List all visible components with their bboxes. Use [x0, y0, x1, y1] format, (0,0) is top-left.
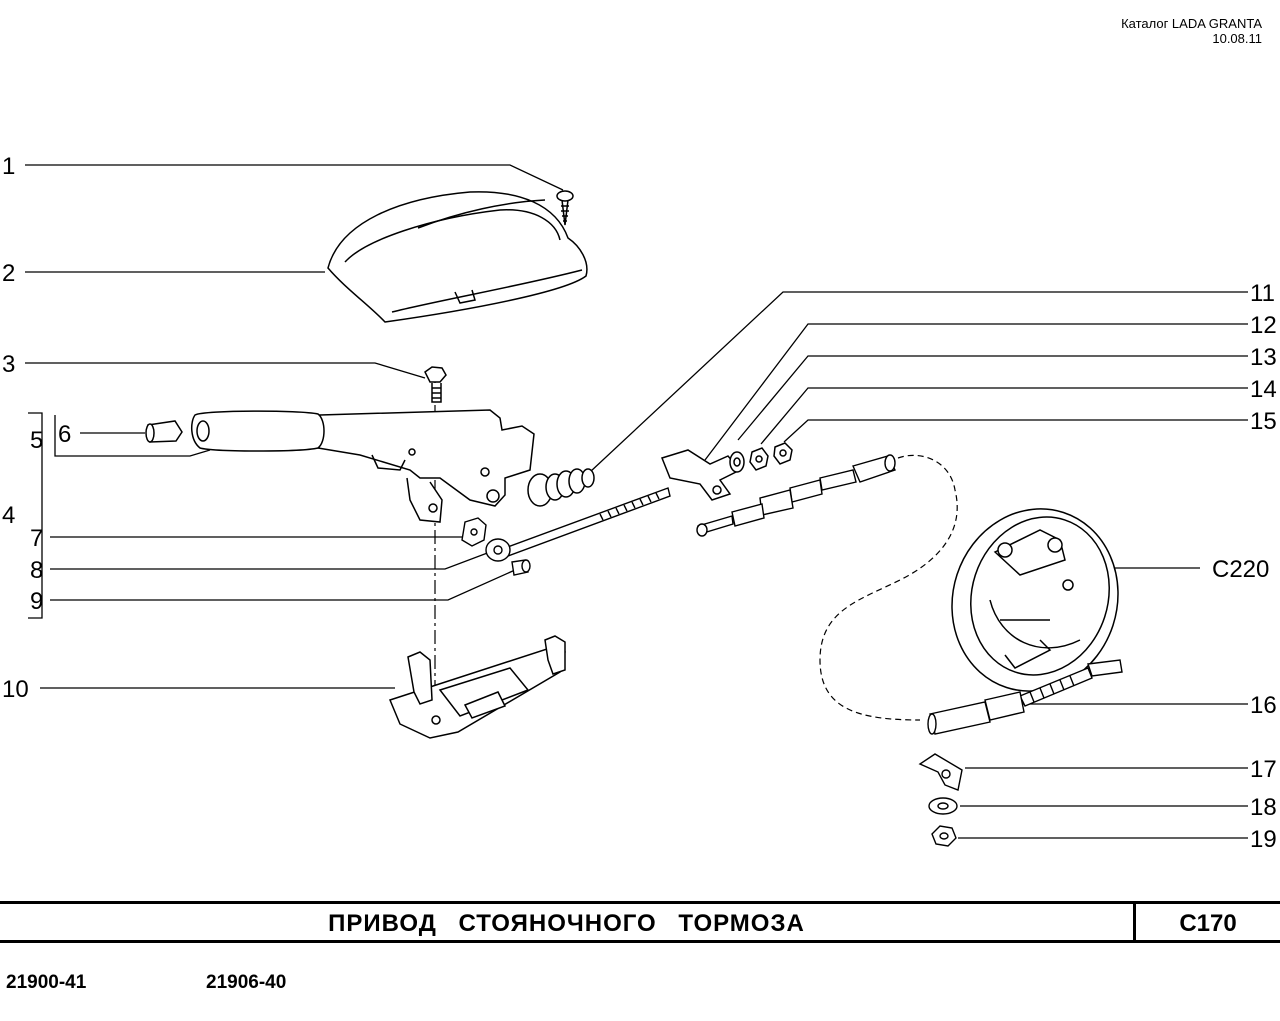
callout-14: 14 — [1250, 376, 1277, 403]
equalizer-icon — [661, 449, 742, 501]
title-bar: ПРИВОД СТОЯНОЧНОГО ТОРМОЗА C170 — [0, 901, 1280, 943]
callout-c220: C220 — [1212, 556, 1269, 583]
catalog-label: Каталог LADA GRANTA — [1121, 16, 1262, 31]
callout-12: 12 — [1250, 312, 1277, 339]
release-button-icon — [145, 420, 183, 443]
flange-nut-icon — [931, 825, 957, 847]
rear-cable-icon — [927, 659, 1123, 735]
lever-cover-icon — [327, 191, 588, 323]
catalog-date: 10.08.11 — [1212, 31, 1262, 46]
threaded-rod-icon — [485, 487, 671, 562]
callout-10: 10 — [2, 676, 29, 703]
cable-boot-icon — [527, 468, 595, 507]
callout-5: 5 — [30, 427, 43, 454]
parts-diagram: 1 2 3 4 5 6 7 8 9 10 11 12 13 14 15 C220… — [2, 153, 1277, 853]
screw-icon — [556, 190, 574, 226]
mounting-bracket-icon — [388, 635, 566, 739]
callout-16: 16 — [1250, 692, 1277, 719]
callout-6: 6 — [58, 421, 71, 448]
model-code-1: 21900-41 — [6, 972, 87, 993]
callout-15: 15 — [1250, 408, 1277, 435]
bolt-icon — [424, 366, 447, 403]
title-divider — [1133, 904, 1136, 940]
callout-3: 3 — [2, 351, 15, 378]
section-title: ПРИВОД СТОЯНОЧНОГО ТОРМОЗА — [328, 910, 805, 937]
callout-8: 8 — [30, 557, 43, 584]
callout-9: 9 — [30, 588, 43, 615]
callout-4: 4 — [2, 502, 15, 529]
pin-icon — [511, 559, 531, 576]
washer-icon — [729, 451, 745, 473]
parking-brake-lever-icon — [190, 409, 535, 523]
callout-17: 17 — [1250, 756, 1277, 783]
callout-2: 2 — [2, 260, 15, 287]
lock-nut-icon — [773, 442, 793, 465]
callout-19: 19 — [1250, 826, 1277, 853]
spring-washer-icon — [928, 797, 958, 815]
cable-clip-icon — [918, 753, 963, 791]
callout-18: 18 — [1250, 794, 1277, 821]
callout-7: 7 — [30, 525, 43, 552]
callout-1: 1 — [2, 153, 15, 180]
model-code-2: 21906-40 — [206, 972, 287, 993]
front-cable-icon — [696, 454, 896, 537]
retainer-clip-icon — [461, 517, 487, 547]
callout-11: 11 — [1250, 280, 1275, 307]
section-code: C170 — [1179, 910, 1237, 937]
nut-icon — [749, 447, 769, 471]
brake-backing-plate-icon — [951, 508, 1119, 692]
callout-13: 13 — [1250, 344, 1277, 371]
